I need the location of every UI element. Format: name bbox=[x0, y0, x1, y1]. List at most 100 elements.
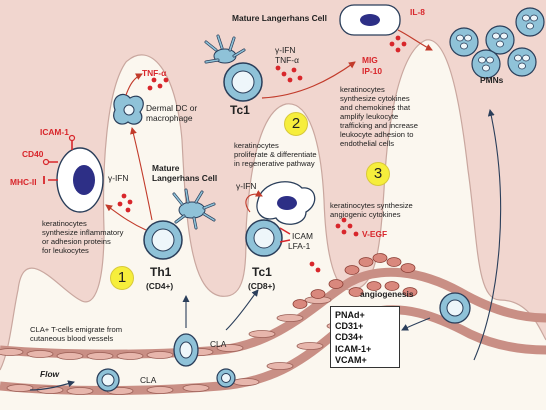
angiogenic-cell bbox=[310, 289, 326, 299]
cytokine-dot bbox=[341, 229, 347, 235]
cytokine-dot bbox=[353, 231, 359, 237]
marker-pnad: PNAd+ bbox=[335, 310, 365, 320]
cla-mid-label: CLA bbox=[210, 339, 227, 349]
mature-lc-mid-label-1: Mature bbox=[152, 163, 180, 173]
step-1-badge: 1 bbox=[110, 266, 134, 290]
cd4-label: (CD4+) bbox=[146, 281, 174, 291]
pmn-cell bbox=[515, 7, 545, 37]
arrow-th1-to-dc bbox=[130, 127, 153, 221]
endothelial-marker-box: PNAd+ CD31+ CD34+ ICAM-1+ VCAM+ bbox=[330, 306, 400, 368]
endothelial-cells bbox=[0, 296, 354, 395]
endothelial-cell bbox=[6, 384, 34, 392]
icam1-label: ICAM-1 bbox=[40, 127, 69, 137]
pmn-nucleus-lobe bbox=[530, 14, 538, 22]
arrow-flow bbox=[29, 380, 75, 391]
cytokine-dot bbox=[335, 223, 341, 229]
keratinocytes-cyto-2: synthesize cytokines bbox=[340, 94, 410, 103]
gamma-ifn-label-top: γ-IFN bbox=[275, 45, 296, 55]
endothelial-cell bbox=[116, 352, 144, 360]
cytokine-dot bbox=[163, 77, 169, 83]
arrow-vessel-to-tc1 bbox=[225, 289, 259, 331]
keratinocytes-prolif-3: in regenerative pathway bbox=[234, 159, 315, 168]
endothelial-cell bbox=[0, 348, 24, 356]
pmn-nucleus-lobe bbox=[526, 22, 534, 30]
marker-icam1: ICAM-1+ bbox=[335, 343, 372, 354]
cytokine-dot bbox=[125, 207, 131, 213]
arrow-tc1-to-keratinocyte bbox=[261, 61, 356, 99]
pmn-nucleus-lobe bbox=[500, 32, 508, 40]
cd40-label: CD40 bbox=[22, 149, 44, 159]
step-2-badge: 2 bbox=[284, 112, 308, 136]
cytokine-dot bbox=[341, 217, 347, 223]
cytokine-dot bbox=[121, 193, 127, 199]
tc1-mid-cell bbox=[245, 181, 316, 257]
cytokine-dot bbox=[401, 41, 407, 47]
pmn-nucleus-lobe bbox=[496, 40, 504, 48]
endothelial-cell bbox=[296, 342, 324, 350]
keratinocytes-prolif-2: proliferate & differentiate bbox=[234, 150, 317, 159]
flowing-t-cell-2 bbox=[216, 368, 236, 388]
pmn-nucleus-lobe bbox=[518, 62, 526, 70]
marker-vcam: VCAM+ bbox=[335, 354, 367, 365]
angiogenic-cell bbox=[400, 263, 416, 273]
angiogenic-cell bbox=[344, 265, 360, 275]
keratinocytes-cyto-3: and chemokines that bbox=[340, 103, 411, 112]
keratinocytes-cyto-6: leukocyte adhesion to bbox=[340, 130, 414, 139]
endothelial-cell bbox=[146, 386, 174, 394]
cla-bottom-label: CLA bbox=[140, 375, 157, 385]
arrow-keratinocyte-to-il8 bbox=[397, 29, 433, 51]
gamma-ifn-label-left: γ-IFN bbox=[108, 173, 129, 183]
angiogenesis-cells bbox=[292, 253, 418, 309]
pmn-nucleus-lobe bbox=[514, 54, 522, 62]
marker-cd34: CD34+ bbox=[335, 332, 364, 343]
cytokine-dot bbox=[147, 85, 153, 91]
keratinocytes-inflam-3: or adhesion proteins bbox=[42, 237, 111, 246]
keratinocytes-inflam-1: keratinocytes bbox=[42, 219, 87, 228]
mhc2-label: MHC-II bbox=[10, 177, 37, 187]
mature-lc-top-label: Mature Langerhans Cell bbox=[232, 13, 327, 23]
cytokine-dot bbox=[281, 71, 287, 77]
angiogenic-cell bbox=[386, 257, 402, 267]
endothelial-cell bbox=[248, 330, 276, 338]
keratinocytes-prolif-1: keratinocytes bbox=[234, 141, 279, 150]
angiogenic-cell bbox=[372, 253, 388, 263]
pmn-nucleus-lobe bbox=[460, 42, 468, 50]
endothelial-cell bbox=[276, 314, 304, 322]
extravasating-cell bbox=[439, 292, 471, 324]
ip10-label: IP-10 bbox=[362, 66, 383, 76]
keratinocytes-angio-1: keratinocytes synthesize bbox=[330, 201, 413, 210]
dermal-dc-label-2: macrophage bbox=[146, 113, 193, 123]
dermal-dc-label-1: Dermal DC or bbox=[146, 103, 198, 113]
angiogenic-cell bbox=[328, 279, 344, 289]
pmn-nucleus-lobe bbox=[492, 32, 500, 40]
cytokine-dot bbox=[117, 201, 123, 207]
cytokine-dot bbox=[347, 223, 353, 229]
pmn-nucleus-lobe bbox=[464, 34, 472, 42]
vegf-label: V-EGF bbox=[362, 229, 388, 239]
angiogenic-cell bbox=[292, 299, 308, 309]
cytokine-dot bbox=[297, 75, 303, 81]
cytokine-dot bbox=[151, 77, 157, 83]
keratinocytes-inflam-4: for leukocytes bbox=[42, 246, 89, 255]
antigen-presenting-cell bbox=[42, 134, 104, 213]
icam-label: ICAM bbox=[292, 231, 313, 241]
mig-label: MIG bbox=[362, 55, 378, 65]
cytokine-dot bbox=[127, 199, 133, 205]
angiogenic-cell bbox=[366, 281, 382, 291]
cytokine-dot bbox=[315, 267, 321, 273]
flow-label: Flow bbox=[40, 369, 60, 379]
tc1-mid-label: Tc1 bbox=[252, 265, 272, 279]
cytokine-dot bbox=[275, 65, 281, 71]
pmn-nucleus-lobe bbox=[478, 56, 486, 64]
pmn-nucleus-lobe bbox=[486, 56, 494, 64]
endothelial-cell bbox=[66, 387, 94, 395]
arrow-gamma-ifn-loop bbox=[245, 190, 263, 213]
cd8-label: (CD8+) bbox=[248, 281, 276, 291]
pmn-nucleus-lobe bbox=[482, 64, 490, 72]
mature-lc-mid-label-2: Langerhans Cell bbox=[152, 173, 218, 183]
endothelial-cell bbox=[56, 352, 84, 360]
keratinocytes-cyto-7: endothelial cells bbox=[340, 139, 395, 148]
endothelial-cell bbox=[182, 384, 210, 392]
emigrating-t-cell bbox=[173, 333, 199, 367]
